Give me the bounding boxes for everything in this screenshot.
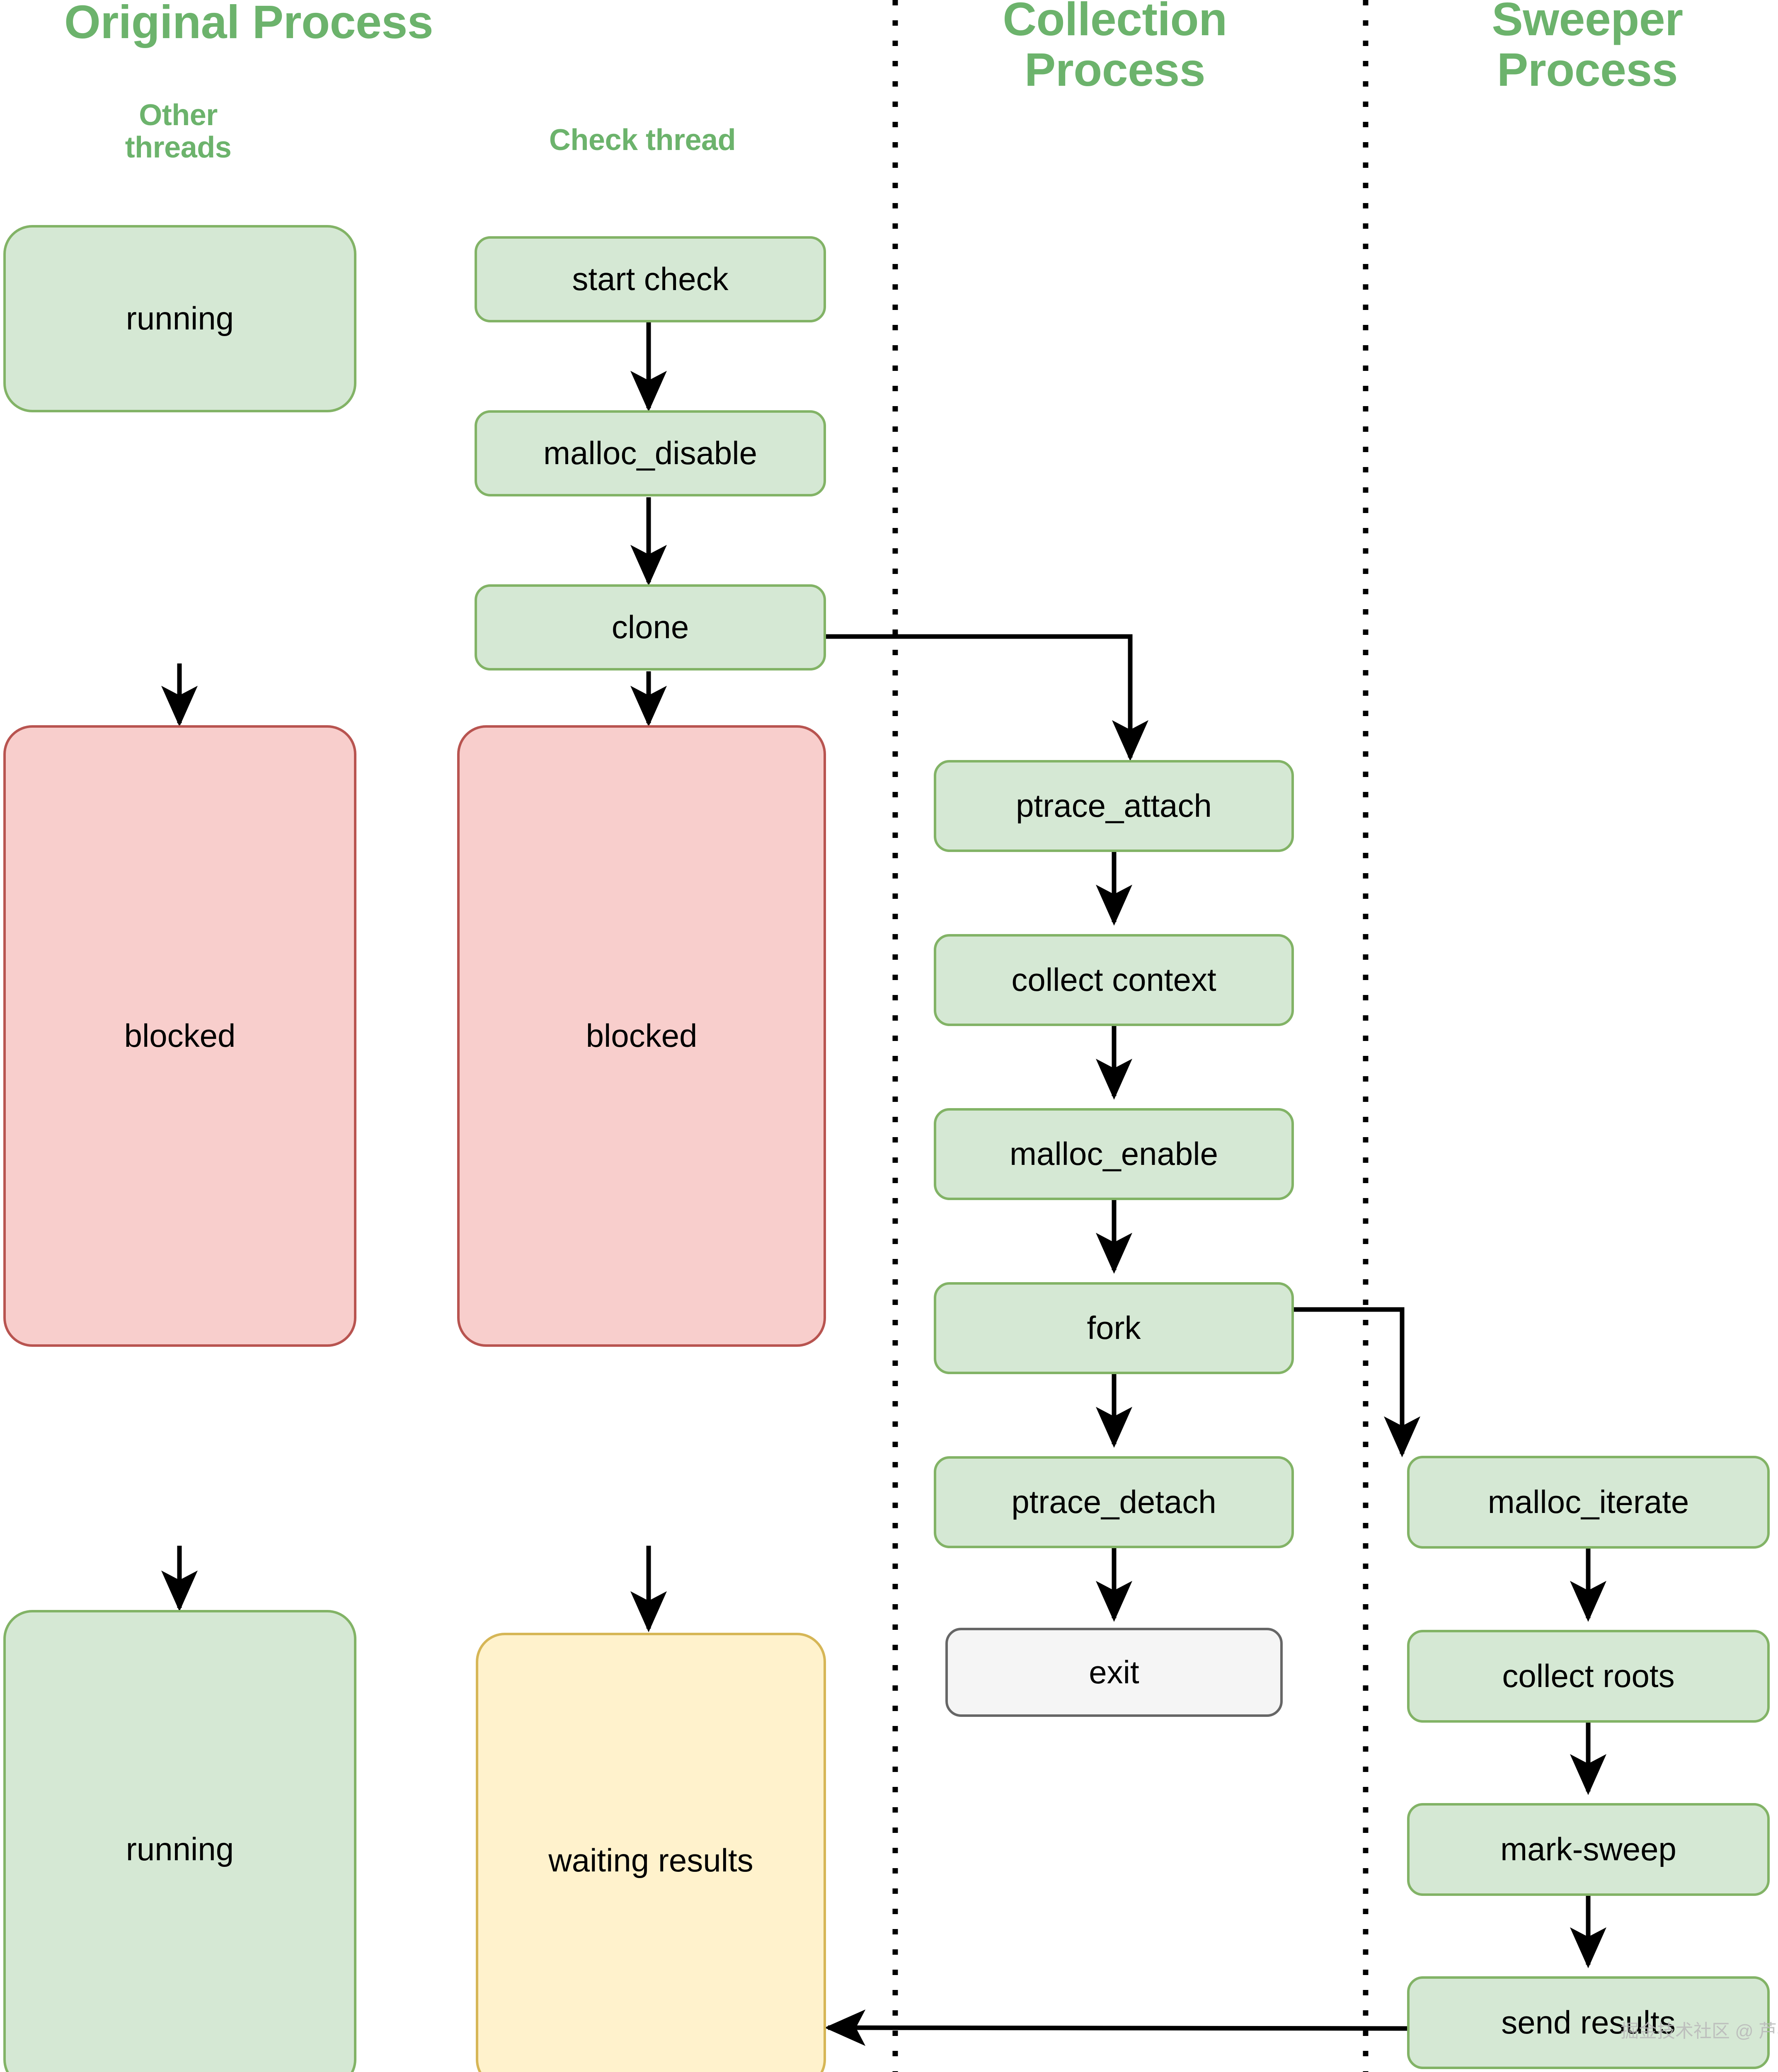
node-malloc-iterate[interactable]: malloc_iterate bbox=[1407, 1456, 1770, 1549]
edge-clone-to-ptraceattach bbox=[826, 634, 1148, 761]
node-collect-context[interactable]: collect context bbox=[934, 934, 1294, 1026]
node-exit[interactable]: exit bbox=[945, 1628, 1283, 1717]
node-clone[interactable]: clone bbox=[475, 584, 826, 670]
node-other-running-top[interactable]: running bbox=[3, 225, 356, 412]
node-other-blocked[interactable]: blocked bbox=[3, 725, 356, 1347]
node-collect-roots[interactable]: collect roots bbox=[1407, 1630, 1770, 1723]
node-malloc-enable[interactable]: malloc_enable bbox=[934, 1108, 1294, 1200]
node-ptrace-detach[interactable]: ptrace_detach bbox=[934, 1456, 1294, 1548]
watermark-text: 掘金技术社区 @ 芦半山 bbox=[1621, 2021, 1778, 2041]
lane-column-title-check-thread: Check thread bbox=[549, 123, 736, 157]
lane-title-sweeper-process: Sweeper Process bbox=[1492, 0, 1683, 96]
node-check-blocked[interactable]: blocked bbox=[457, 725, 826, 1347]
node-mark-sweep[interactable]: mark-sweep bbox=[1407, 1803, 1770, 1896]
node-fork[interactable]: fork bbox=[934, 1282, 1294, 1374]
lane-title-collection-process: Collection Process bbox=[1003, 0, 1227, 96]
node-malloc-disable[interactable]: malloc_disable bbox=[475, 410, 826, 496]
lane-title-original-process: Original Process bbox=[64, 0, 434, 48]
node-ptrace-attach[interactable]: ptrace_attach bbox=[934, 760, 1294, 852]
node-waiting-results[interactable]: waiting results bbox=[476, 1633, 826, 2072]
lane-column-title-other-threads: Other threads bbox=[125, 99, 232, 164]
node-send-results[interactable]: send results bbox=[1407, 1976, 1770, 2069]
node-start-check[interactable]: start check bbox=[475, 236, 826, 322]
node-other-running-bottom[interactable]: running bbox=[3, 1610, 356, 2072]
